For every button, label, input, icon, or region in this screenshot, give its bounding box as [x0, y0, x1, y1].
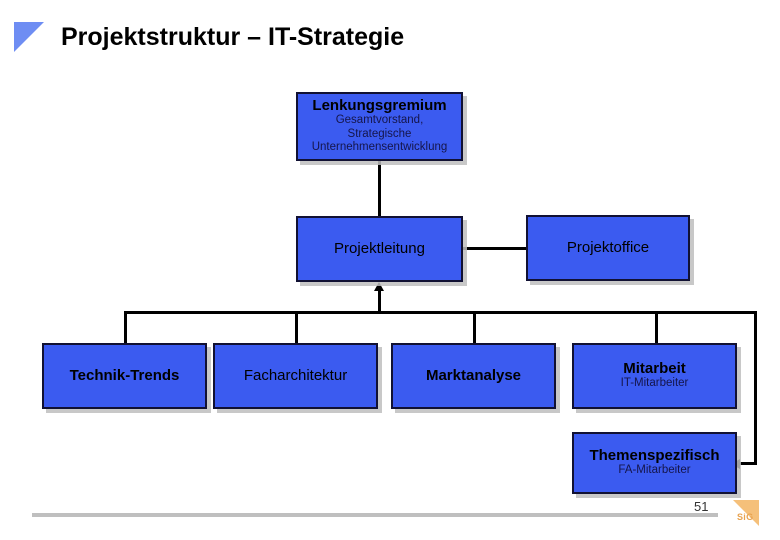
- node-mitarbeit-subtitle: IT-Mitarbeiter: [620, 377, 689, 390]
- arrow-up-into-lead-icon: [374, 282, 384, 291]
- node-projektoffice-title: Projektoffice: [566, 239, 650, 257]
- node-projektoffice[interactable]: Projektoffice: [526, 215, 690, 281]
- node-themenspezifisch-title: Themenspezifisch: [589, 447, 720, 465]
- footer-divider: [32, 513, 718, 517]
- node-lenkungsgremium-subtitle-1: Gesamtvorstand,: [335, 114, 424, 127]
- node-mitarbeit[interactable]: Mitarbeit IT-Mitarbeiter: [572, 343, 737, 409]
- triangle-bullet-icon: [14, 22, 44, 52]
- sig-logo-text: SiG: [737, 512, 754, 522]
- node-lenkungsgremium-subtitle-3: Unternehmensentwicklung: [311, 141, 448, 154]
- node-technik-trends[interactable]: Technik-Trends: [42, 343, 207, 409]
- node-facharchitektur-title: Facharchitektur: [243, 367, 348, 385]
- node-lenkungsgremium-subtitle-2: Strategische: [347, 127, 412, 140]
- node-technik-trends-title: Technik-Trends: [69, 367, 180, 385]
- sig-logo-icon: SiG: [731, 500, 759, 528]
- page-number: 51: [694, 499, 709, 514]
- connector-drop-marktanalyse: [473, 311, 476, 344]
- node-projektleitung[interactable]: Projektleitung: [296, 216, 463, 282]
- connector-steering-to-lead: [378, 161, 381, 216]
- node-marktanalyse-title: Marktanalyse: [425, 367, 522, 385]
- connector-into-topic-specific: [740, 462, 757, 465]
- node-lenkungsgremium[interactable]: Lenkungsgremium Gesamtvorstand, Strategi…: [296, 92, 463, 161]
- node-facharchitektur[interactable]: Facharchitektur: [213, 343, 378, 409]
- connector-horizontal-bus: [124, 311, 757, 314]
- node-projektleitung-title: Projektleitung: [334, 240, 425, 258]
- connector-lead-to-office: [463, 247, 526, 250]
- connector-drop-tech-trends: [124, 311, 127, 344]
- connector-drop-facharchitektur: [295, 311, 298, 344]
- connector-bus-to-lead: [378, 289, 381, 313]
- node-themenspezifisch[interactable]: Themenspezifisch FA-Mitarbeiter: [572, 432, 737, 494]
- connector-drop-mitarbeit: [655, 311, 658, 344]
- node-lenkungsgremium-title: Lenkungsgremium: [312, 97, 447, 115]
- node-mitarbeit-title: Mitarbeit: [623, 360, 686, 378]
- page-title: Projektstruktur – IT-Strategie: [61, 23, 405, 51]
- node-marktanalyse[interactable]: Marktanalyse: [391, 343, 556, 409]
- connector-right-riser: [754, 311, 757, 464]
- node-themenspezifisch-subtitle: FA-Mitarbeiter: [618, 464, 691, 477]
